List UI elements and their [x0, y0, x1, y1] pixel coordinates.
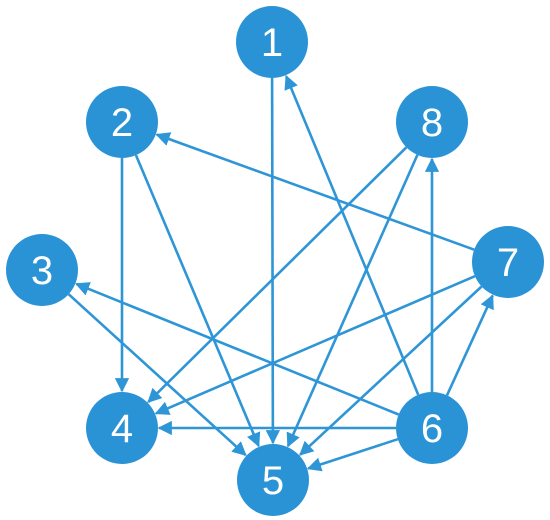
- node-label: 6: [421, 407, 443, 451]
- node-circle: [396, 392, 468, 464]
- node-circle: [396, 86, 468, 158]
- node-label: 8: [421, 101, 443, 145]
- edge-1-to-5: [265, 77, 281, 445]
- nodes-layer: 1 2 3 4 5 6 7 8: [6, 6, 544, 516]
- node-2: 2: [86, 86, 158, 158]
- node-circle: [236, 6, 308, 78]
- node-6: 6: [396, 392, 468, 464]
- edge-2-to-5: [134, 154, 261, 448]
- edges-layer: [67, 74, 494, 472]
- edge-8-to-5: [286, 154, 419, 448]
- node-3: 3: [6, 234, 78, 306]
- node-label: 4: [111, 407, 133, 451]
- node-8: 8: [396, 86, 468, 158]
- edge-6-to-5: [306, 437, 399, 472]
- node-label: 3: [31, 249, 53, 293]
- node-circle: [6, 234, 78, 306]
- edge-6-to-1: [284, 74, 420, 396]
- node-label: 7: [497, 241, 519, 285]
- node-circle: [86, 392, 158, 464]
- node-circle: [472, 226, 544, 298]
- node-7: 7: [472, 226, 544, 298]
- node-4: 4: [86, 392, 158, 464]
- edge-7-to-2: [155, 132, 475, 251]
- edge-8-to-4: [147, 146, 408, 404]
- node-circle: [237, 444, 309, 516]
- edge-6-to-7: [445, 294, 494, 396]
- node-label: 2: [111, 101, 133, 145]
- node-circle: [86, 86, 158, 158]
- node-label: 5: [262, 459, 284, 503]
- node-1: 1: [236, 6, 308, 78]
- node-5: 5: [237, 444, 309, 516]
- edge-7-to-4: [154, 275, 476, 415]
- node-label: 1: [261, 21, 283, 65]
- edge-6-to-3: [74, 282, 400, 416]
